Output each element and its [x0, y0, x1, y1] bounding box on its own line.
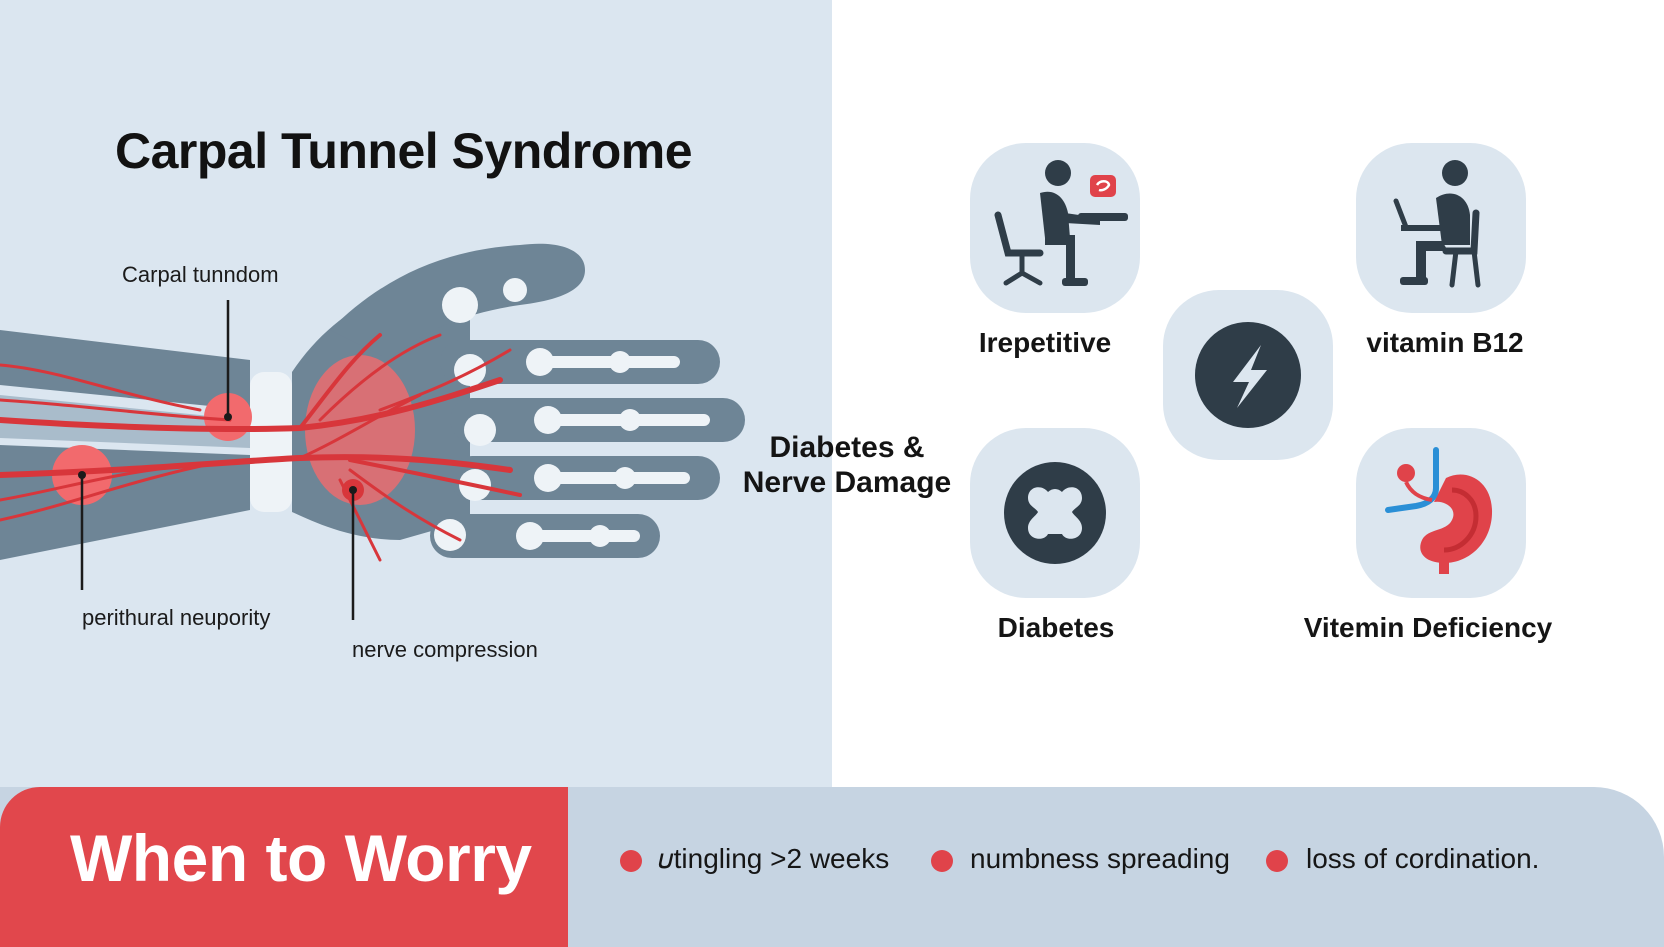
- when-to-worry-title: When to Worry: [70, 821, 532, 895]
- thumb-joint: [442, 287, 478, 323]
- symptom-item-2: numbness spreading: [970, 843, 1230, 874]
- center-label-line2: Nerve Damage: [742, 466, 952, 499]
- center-label: Diabetes & Nerve Damage: [742, 430, 952, 500]
- hand-anatomy-illustration: [0, 243, 745, 620]
- category-label-repetitive: Irepetitive: [978, 327, 1112, 358]
- tile-vitamin-b12: [1356, 143, 1526, 313]
- page-title: Carpal Tunnel Syndrome: [115, 123, 693, 179]
- label-peripheral-neuropathy: perithural neupority: [82, 605, 271, 630]
- label-carpal-tunnel: Carpal tunndom: [122, 262, 279, 287]
- tile-lightning: [1163, 290, 1333, 460]
- person-with-laptop-icon: [1393, 160, 1481, 288]
- symptom-item-1: 𝜐tingling >2 weeks: [658, 843, 890, 874]
- label-nerve-compression: nerve compression: [352, 637, 538, 662]
- carpal-gap-left: [250, 372, 292, 512]
- tile-vitamin-deficiency: [1356, 428, 1526, 598]
- tile-diabetes: [970, 428, 1140, 598]
- center-label-line1: Diabetes &: [769, 431, 925, 464]
- forearm-bone-upper: [0, 330, 250, 410]
- lightning-bolt-icon: [1195, 322, 1301, 428]
- category-label-diabetes: Diabetes: [997, 612, 1115, 643]
- tile-repetitive: [970, 143, 1140, 313]
- category-label-vitamin-b12: vitamin B12: [1366, 327, 1524, 358]
- symptom-item-3: loss of cordination.: [1306, 843, 1540, 874]
- when-to-worry-title-box: [0, 787, 568, 947]
- bullet-dot-3: [1266, 850, 1288, 872]
- thumb-tip-joint: [503, 278, 527, 302]
- category-label-vitamin-deficiency: Vitemin Deficiency: [1303, 612, 1553, 643]
- person-at-desk-icon: [994, 160, 1128, 286]
- bullet-dot-2: [931, 850, 953, 872]
- finger-joints: [434, 348, 710, 551]
- pancreas-icon: [1004, 462, 1106, 564]
- nerve-network: [0, 333, 522, 562]
- forearm-bone-light: [0, 395, 250, 448]
- bullet-dot-1: [620, 850, 642, 872]
- stomach-icon: [1385, 447, 1493, 574]
